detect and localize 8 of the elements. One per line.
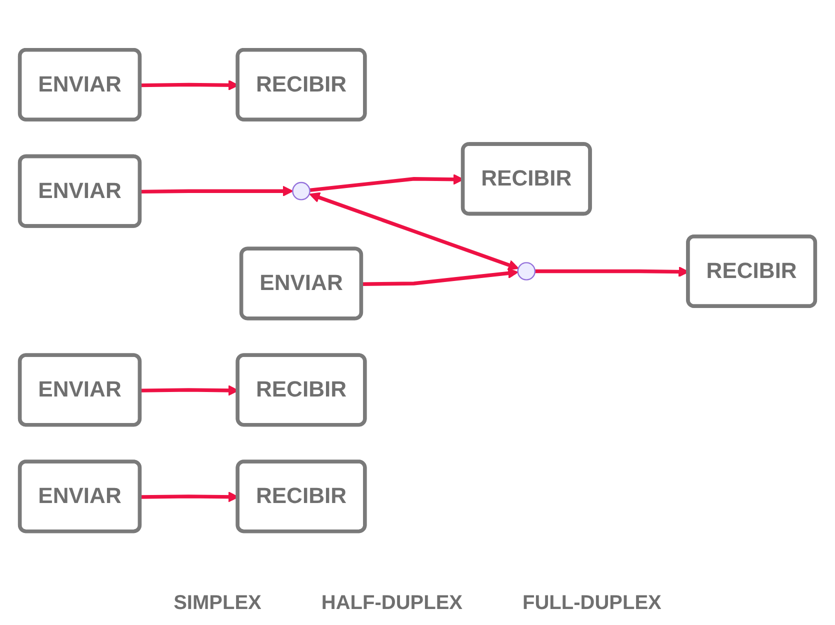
node-circle (517, 262, 536, 281)
mode-label: FULL-DUPLEX (522, 592, 662, 615)
arrow (362, 268, 518, 286)
node-circle (292, 182, 310, 201)
mode-label: HALF-DUPLEX (321, 592, 462, 615)
arrow (309, 192, 519, 271)
arrow (140, 186, 294, 197)
mode-label: SIMPLEX (174, 592, 262, 615)
